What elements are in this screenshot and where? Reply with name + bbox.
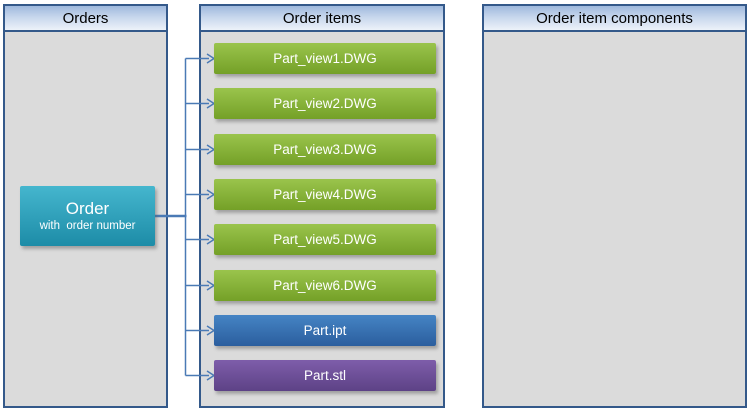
order-item: Part_view1.DWG [214,43,436,74]
panel-order-item-components: Order item components [482,4,747,408]
order-item-label: Part_view1.DWG [273,51,377,66]
order-item-label: Part_view4.DWG [273,187,377,202]
order-item-label: Part_view6.DWG [273,278,377,293]
panel-title: Order item components [536,9,693,27]
order-box-subtitle: with order number [39,219,136,232]
order-item: Part.stl [214,360,436,391]
order-item: Part_view2.DWG [214,88,436,119]
order-item-label: Part.stl [303,368,346,383]
order-item: Part_view3.DWG [214,134,436,165]
panel-title: Orders [62,9,109,27]
order-item: Part_view6.DWG [214,270,436,301]
panel-title: Order items [282,9,362,27]
panel-order-item-components-header: Order item components [484,6,745,32]
order-item: Part.ipt [214,315,436,346]
order-box-title: Order [65,198,110,218]
order-item-label: Part.ipt [303,323,347,338]
order-item-label: Part_view3.DWG [273,142,377,157]
order-item: Part_view4.DWG [214,179,436,210]
panel-order-items-header: Order items [201,6,443,32]
order-box: Order with order number [20,186,155,246]
panel-orders-header: Orders [5,6,166,32]
order-item-label: Part_view2.DWG [273,96,377,111]
order-item: Part_view5.DWG [214,224,436,255]
order-item-label: Part_view5.DWG [273,232,377,247]
